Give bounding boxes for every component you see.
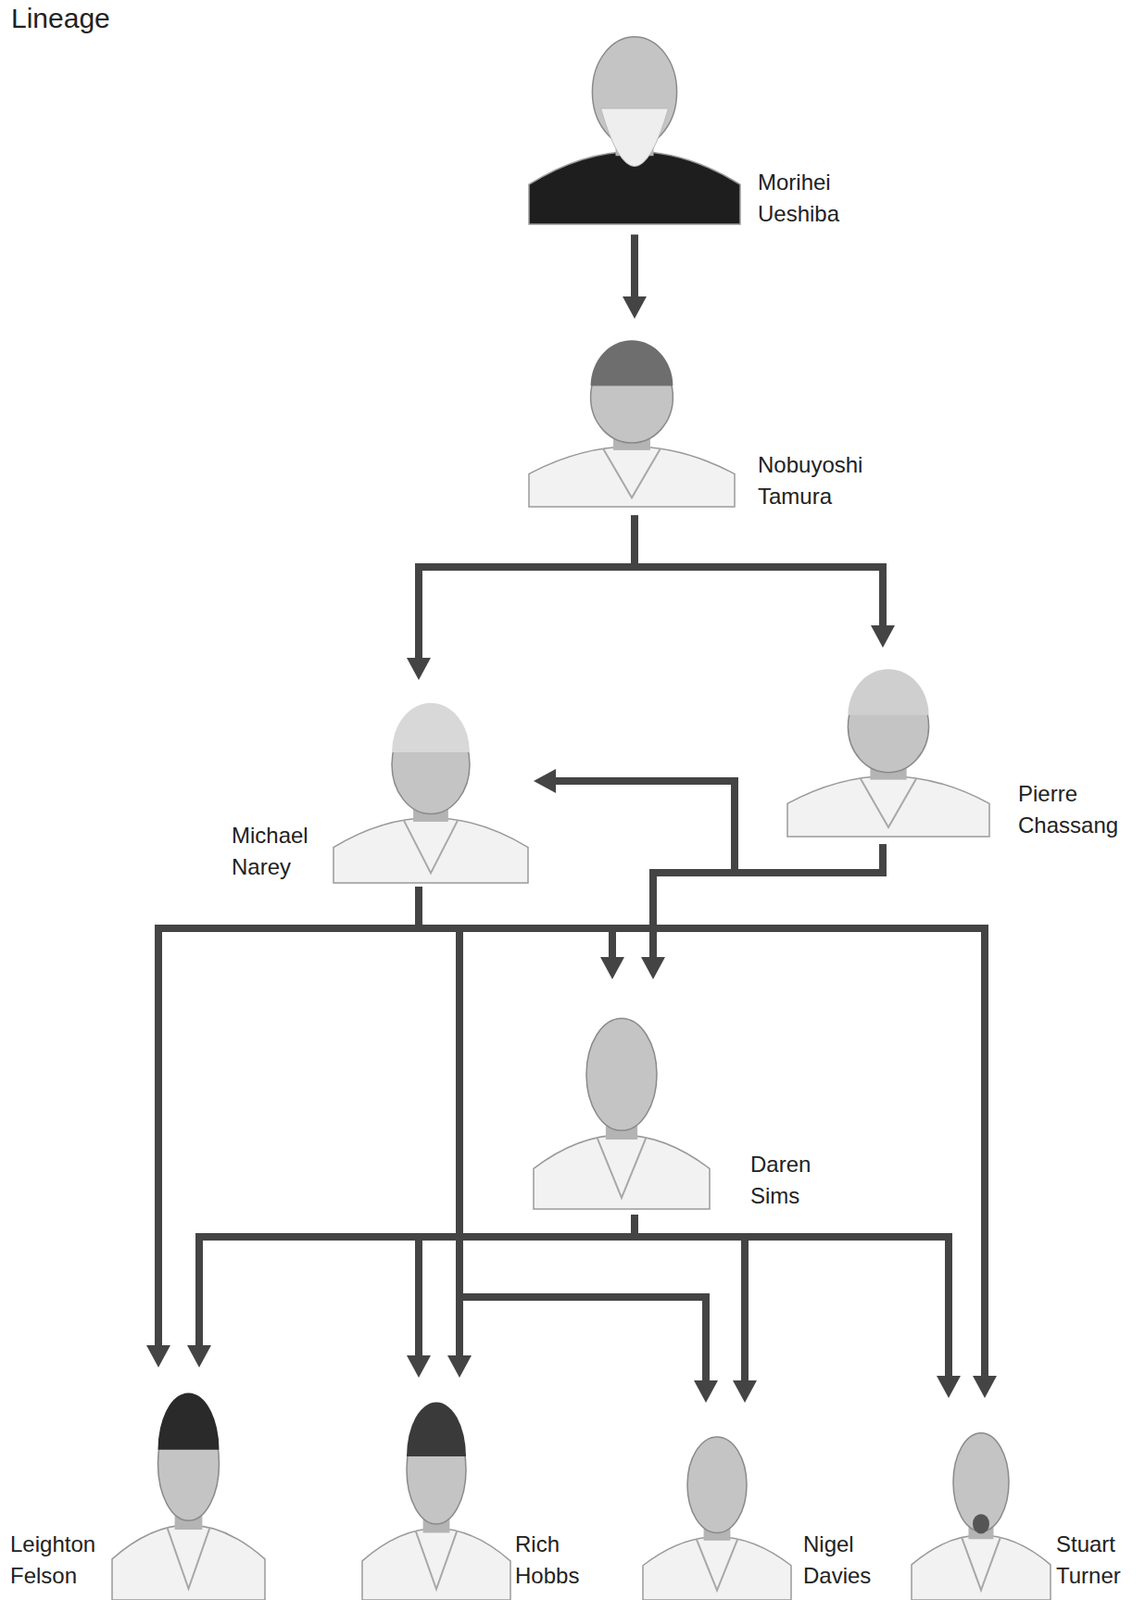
portrait-hair <box>406 1401 466 1457</box>
portrait-shoulders <box>362 1528 511 1600</box>
portrait <box>533 984 710 1209</box>
diagram-title: Lineage <box>11 1 111 36</box>
lineage-connector <box>418 886 706 1381</box>
portrait-collar <box>403 819 459 874</box>
portrait-shoulders <box>787 776 990 837</box>
person-node: Daren Sims <box>533 984 813 1211</box>
portrait-collar <box>603 448 661 498</box>
portrait <box>528 3 741 225</box>
lineage-connector <box>418 886 613 957</box>
person-name: Michael Narey <box>231 819 309 882</box>
portrait <box>787 653 990 837</box>
person-node: Morihei Ueshiba <box>528 3 842 229</box>
portrait <box>333 685 529 883</box>
portrait-collar <box>166 1527 210 1589</box>
person-name: Daren Sims <box>750 1148 811 1211</box>
portrait-collar <box>596 1137 646 1198</box>
lineage-connector <box>418 886 460 1356</box>
person-node: Pierre Chassang <box>787 653 1120 841</box>
person-node: Nobuyoshi Tamura <box>528 324 865 512</box>
portrait-hair <box>391 703 470 753</box>
person-name: Rich Hobbs <box>515 1528 579 1591</box>
portrait <box>642 1408 792 1600</box>
portrait-collar <box>696 1538 739 1591</box>
person-node: Stuart Turner <box>911 1403 1123 1600</box>
lineage-connector <box>653 843 883 957</box>
portrait-head <box>586 1018 657 1131</box>
lineage-connector <box>634 515 883 626</box>
person-name: Leighton Felson <box>10 1528 96 1591</box>
portrait-shoulders <box>333 817 529 883</box>
person-name: Pierre Chassang <box>1018 778 1119 841</box>
portrait <box>528 324 735 507</box>
portrait-hair <box>158 1392 220 1449</box>
portrait-shoulders <box>528 446 735 507</box>
portrait-beard <box>601 108 669 166</box>
portrait-shoulders <box>112 1524 265 1600</box>
lineage-connector <box>418 515 635 658</box>
portrait-shoulders <box>911 1535 1051 1600</box>
person-node: Rich Hobbs <box>362 1383 581 1600</box>
portrait-shoulders <box>642 1536 792 1600</box>
person-node: Michael Narey <box>231 685 529 883</box>
portrait-goatee <box>972 1513 990 1534</box>
lineage-connector <box>418 1214 635 1356</box>
portrait-collar <box>859 778 917 828</box>
lineage-connector <box>630 234 639 297</box>
portrait-hair <box>591 339 674 386</box>
portrait-collar <box>415 1530 458 1589</box>
portrait <box>362 1383 511 1600</box>
person-name: Stuart Turner <box>1056 1528 1121 1591</box>
portrait-hair <box>847 668 929 715</box>
portrait <box>911 1403 1051 1600</box>
portrait-head <box>687 1436 747 1534</box>
person-name: Nobuyoshi Tamura <box>757 449 863 512</box>
portrait-collar <box>961 1536 1001 1590</box>
lineage-connector <box>634 1214 949 1376</box>
person-name: Morihei Ueshiba <box>757 166 840 229</box>
lineage-connector <box>418 886 985 1376</box>
person-name: Nigel Davies <box>803 1528 871 1591</box>
portrait <box>112 1372 265 1600</box>
portrait-shoulders <box>533 1134 710 1209</box>
person-node: Nigel Davies <box>642 1408 873 1600</box>
person-node: Leighton Felson <box>10 1372 265 1600</box>
